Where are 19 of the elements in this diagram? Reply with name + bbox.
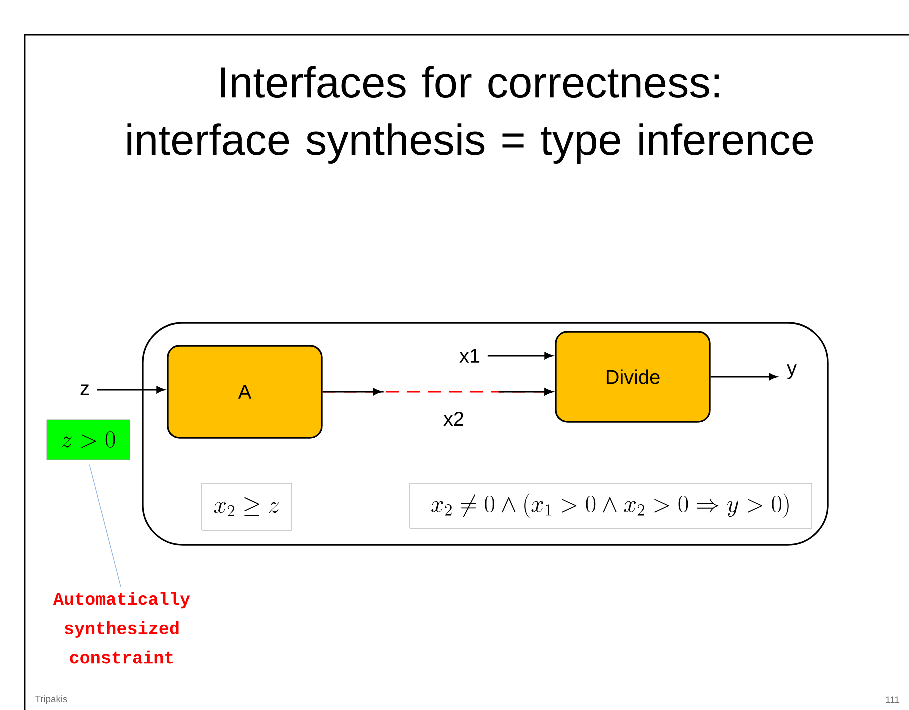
signal-label: x1 [460, 349, 480, 363]
arrow [710, 373, 778, 381]
footer-text: Tripakis [35, 696, 68, 704]
edge-label: x2 [442, 410, 466, 428]
constraint-box: $z > 0$ [46, 420, 130, 460]
block-box: Divide [555, 331, 711, 423]
arrow [322, 388, 554, 396]
formula-box: $x_2 \neq 0 \wedge \left(x_1 > 0 \wedge x_2 > 0 \Rightarrow y > 0\right)$ [410, 483, 812, 529]
slide-title: Interfaces for correctness: interface synthesis = type inference [128, 66, 814, 164]
arrow [488, 352, 554, 360]
page-number: 111 [886, 696, 900, 704]
signal-label: z [80, 384, 89, 396]
block-box: A [167, 345, 323, 439]
signal-label: y [787, 364, 797, 380]
formula-box: $x_2 \geq z$ [202, 483, 292, 531]
annotation-text: Automatically synthesized constraint [53, 592, 190, 664]
component-box [142, 322, 829, 546]
arrow [97, 386, 166, 394]
leader-line [89, 464, 122, 588]
